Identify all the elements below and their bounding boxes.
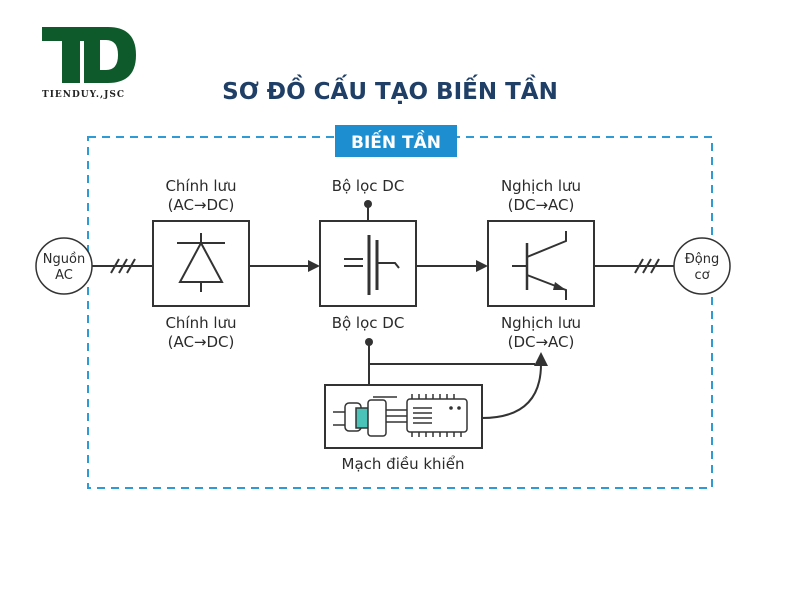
motor: Động cơ — [673, 237, 731, 295]
filter-label-bottom: Bộ lọc DC — [332, 314, 405, 332]
rectifier-label-bottom: Chính lưu — [165, 314, 236, 332]
tienduy-logo: TIENDUY.,JSC — [42, 27, 136, 100]
three-phase-mark-icon — [634, 258, 660, 274]
arrow-icon — [534, 352, 548, 366]
source-label-2: AC — [55, 268, 73, 283]
diode-icon — [177, 233, 225, 292]
capacitor-icon — [344, 235, 400, 295]
inverter-label-top: Nghịch lưu — [501, 177, 581, 195]
arrow-icon — [308, 260, 320, 272]
inverter-block — [487, 220, 595, 307]
ac-source: Nguồn AC — [35, 237, 93, 295]
logo-company: TIENDUY.,JSC — [42, 90, 125, 100]
source-label-1: Nguồn — [43, 252, 85, 267]
control-label: Mạch điều khiển — [342, 455, 465, 473]
inverter-sub-top: (DC→AC) — [508, 196, 575, 214]
filter-label-top: Bộ lọc DC — [332, 177, 405, 195]
rectifier-label-top: Chính lưu — [165, 177, 236, 195]
rectifier-sub-top: (AC→DC) — [168, 196, 235, 214]
inverter-label-bottom: Nghịch lưu — [501, 314, 581, 332]
three-phase-mark-icon — [110, 258, 136, 274]
inverter-sub-bottom: (DC→AC) — [508, 333, 575, 351]
motor-label-1: Động — [685, 252, 720, 267]
frame-badge — [335, 125, 457, 157]
frame-badge-label: BIẾN TẦN — [351, 129, 441, 153]
motor-label-2: cơ — [694, 268, 709, 283]
rectifier-sub-bottom: (AC→DC) — [168, 333, 235, 351]
page-title: SƠ ĐỒ CẤU TẠO BIẾN TẦN — [222, 74, 558, 105]
arrow-icon — [476, 260, 488, 272]
